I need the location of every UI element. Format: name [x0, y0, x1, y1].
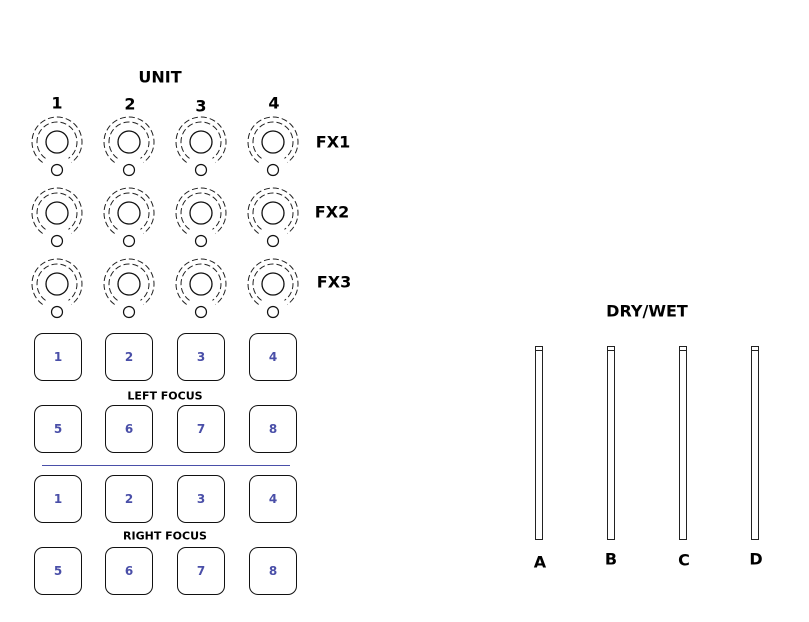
- knob-fx2-unit4[interactable]: [243, 183, 303, 253]
- knob-fx3-unit2[interactable]: [99, 254, 159, 324]
- unit-label-2: 2: [124, 94, 136, 114]
- left-focus-pad-8[interactable]: 8: [249, 405, 297, 453]
- knob-fx1-unit3[interactable]: [171, 112, 231, 182]
- pad-number: 3: [196, 492, 206, 506]
- left-focus-pad-3[interactable]: 3: [177, 333, 225, 381]
- right-focus-pad-4[interactable]: 4: [249, 475, 297, 523]
- fader-label-d: D: [749, 549, 763, 569]
- fader-label-b: B: [604, 549, 618, 569]
- knob-fx1-unit1[interactable]: [27, 112, 87, 182]
- right-focus-pad-3[interactable]: 3: [177, 475, 225, 523]
- knob-fx1-unit4[interactable]: [243, 112, 303, 182]
- pad-number: 7: [196, 564, 206, 578]
- unit-title: UNIT: [138, 67, 182, 87]
- knob-fx3-unit3[interactable]: [171, 254, 231, 324]
- left-focus-pad-5[interactable]: 5: [34, 405, 82, 453]
- right-focus-pad-2[interactable]: 2: [105, 475, 153, 523]
- knob-fx2-unit1[interactable]: [27, 183, 87, 253]
- fader-label-a: A: [533, 552, 547, 572]
- fx1-label: FX1: [315, 132, 351, 152]
- unit-label-3: 3: [195, 96, 207, 116]
- right-focus-pad-6[interactable]: 6: [105, 547, 153, 595]
- left-focus-label: LEFT FOCUS: [127, 389, 203, 403]
- pad-number: 4: [268, 350, 278, 364]
- pad-number: 5: [53, 564, 63, 578]
- pad-number: 8: [268, 564, 278, 578]
- unit-label-4: 4: [268, 93, 280, 113]
- right-focus-pad-1[interactable]: 1: [34, 475, 82, 523]
- fader-label-c: C: [678, 550, 690, 570]
- left-focus-pad-2[interactable]: 2: [105, 333, 153, 381]
- knob-fx3-unit1[interactable]: [27, 254, 87, 324]
- fx3-label: FX3: [316, 272, 352, 292]
- pad-number: 6: [124, 564, 134, 578]
- knob-fx2-unit3[interactable]: [171, 183, 231, 253]
- fader-b[interactable]: [607, 346, 615, 540]
- right-focus-label: RIGHT FOCUS: [123, 529, 207, 543]
- right-focus-pad-8[interactable]: 8: [249, 547, 297, 595]
- pad-number: 2: [124, 492, 134, 506]
- fader-c[interactable]: [679, 346, 687, 540]
- pad-number: 1: [53, 492, 63, 506]
- pad-number: 6: [124, 422, 134, 436]
- knob-fx3-unit4[interactable]: [243, 254, 303, 324]
- fader-d[interactable]: [751, 346, 759, 540]
- pad-number: 8: [268, 422, 278, 436]
- left-focus-pad-7[interactable]: 7: [177, 405, 225, 453]
- left-focus-pad-4[interactable]: 4: [249, 333, 297, 381]
- pad-number: 1: [53, 350, 63, 364]
- dry-wet-title: DRY/WET: [606, 301, 688, 321]
- pad-number: 3: [196, 350, 206, 364]
- unit-label-1: 1: [51, 93, 63, 113]
- left-focus-pad-6[interactable]: 6: [105, 405, 153, 453]
- knob-fx1-unit2[interactable]: [99, 112, 159, 182]
- fader-a[interactable]: [535, 346, 543, 540]
- right-focus-pad-5[interactable]: 5: [34, 547, 82, 595]
- right-focus-pad-7[interactable]: 7: [177, 547, 225, 595]
- pad-number: 7: [196, 422, 206, 436]
- pad-number: 4: [268, 492, 278, 506]
- fx2-label: FX2: [314, 202, 350, 222]
- left-focus-pad-1[interactable]: 1: [34, 333, 82, 381]
- knob-fx2-unit2[interactable]: [99, 183, 159, 253]
- pad-number: 2: [124, 350, 134, 364]
- pad-number: 5: [53, 422, 63, 436]
- divider: [42, 465, 290, 466]
